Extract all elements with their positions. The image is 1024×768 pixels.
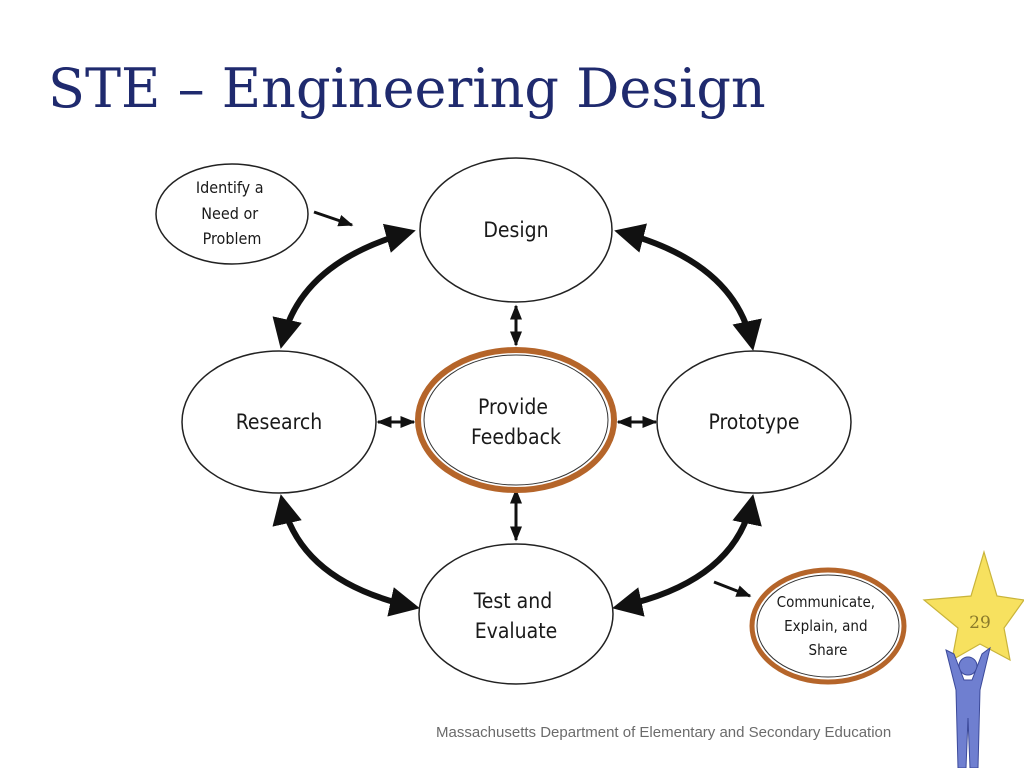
footer-organization: Massachusetts Department of Elementary a… — [436, 724, 892, 741]
node-identify-need-label: Identify a Need or Problem — [196, 178, 268, 248]
star-icon — [922, 550, 1024, 662]
page-number: 29 — [969, 613, 991, 633]
star-person-icon: 29 — [922, 550, 1024, 768]
node-prototype: Prototype — [656, 350, 852, 494]
arrow-design-prototype — [614, 223, 762, 351]
node-identify-need: Identify a Need or Problem — [155, 163, 309, 265]
person-figure-icon — [945, 646, 991, 768]
arrow-research-test — [272, 494, 420, 617]
node-research-label: Research — [236, 410, 323, 434]
node-research: Research — [181, 350, 377, 494]
arrow-prototype-test — [612, 494, 762, 617]
arrow-identify-to-design — [313, 210, 354, 227]
node-communicate-label: Communicate, Explain, and Share — [777, 593, 880, 659]
node-test-evaluate: Test and Evaluate — [418, 543, 614, 685]
arrow-test-to-communicate — [713, 580, 752, 598]
node-test-evaluate-label: Test and Evaluate — [473, 589, 558, 643]
slide-title: STE – Engineering Design — [48, 57, 766, 120]
node-provide-feedback: Provide Feedback — [415, 347, 617, 493]
node-design-label: Design — [483, 218, 548, 242]
arrow-design-research — [272, 223, 416, 349]
node-provide-feedback-label: Provide Feedback — [471, 395, 561, 449]
node-communicate: Communicate, Explain, and Share — [749, 567, 907, 685]
node-prototype-label: Prototype — [708, 410, 799, 434]
node-design: Design — [419, 157, 613, 303]
